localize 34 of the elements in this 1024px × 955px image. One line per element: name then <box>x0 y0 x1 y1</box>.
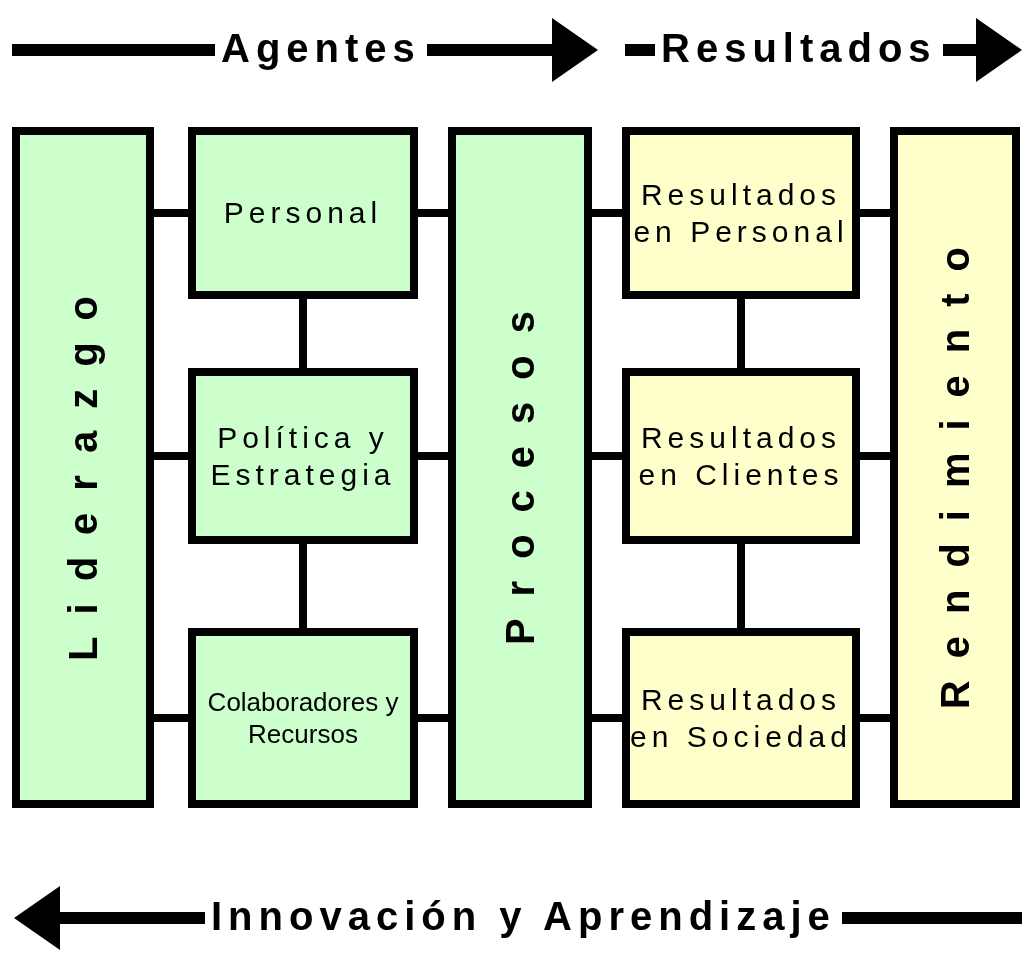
connector-line <box>299 299 307 368</box>
connector-line <box>592 452 622 460</box>
box-label: Colaboradores y Recursos <box>206 685 400 751</box>
connector-line <box>418 209 448 217</box>
connector-line <box>418 452 448 460</box>
box-label: Resultados en Clientes <box>637 419 845 493</box>
box-label: Procesos <box>497 289 543 646</box>
connector-line <box>860 452 890 460</box>
process-box <box>622 368 860 544</box>
box-label: Personal <box>223 195 383 232</box>
box-label: Política y Estrategia <box>209 419 397 493</box>
process-box <box>188 368 418 544</box>
process-box <box>448 127 592 808</box>
process-box <box>890 127 1020 808</box>
connector-line <box>860 209 890 217</box>
box-label: Resultados en Sociedad <box>630 681 852 755</box>
process-box <box>188 127 418 299</box>
connector-line <box>737 299 745 368</box>
connector-line <box>860 714 890 722</box>
connector-line <box>737 544 745 628</box>
connector-line <box>154 209 188 217</box>
connector-line <box>154 714 188 722</box>
connector-line <box>592 714 622 722</box>
process-box <box>12 127 154 808</box>
connector-line <box>299 544 307 628</box>
connector-line <box>154 452 188 460</box>
process-box <box>188 628 418 808</box>
box-label: Resultados en Personal <box>632 176 850 250</box>
connector-line <box>592 209 622 217</box>
connector-line <box>418 714 448 722</box>
box-label: Rendimiento <box>932 225 978 710</box>
box-label: Liderazgo <box>60 274 106 661</box>
process-box <box>622 127 860 299</box>
process-box <box>622 628 860 808</box>
